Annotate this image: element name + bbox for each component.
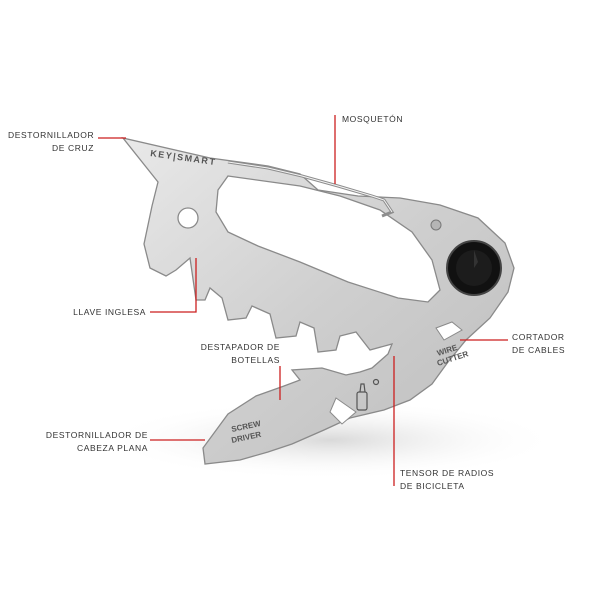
bottle-icon: [356, 378, 380, 411]
label-carabiner: MOSQUETÓN: [342, 113, 403, 126]
label-wire-cutter: CORTADOR DE CABLES: [512, 331, 565, 357]
label-flat-screwdriver: DESTORNILLADOR DE CABEZA PLANA: [28, 429, 148, 455]
label-wrench: LLAVE INGLESA: [40, 306, 146, 319]
wire-cutter-notch: [435, 321, 463, 341]
label-line: TENSOR DE RADIOS: [400, 468, 495, 478]
label-line: MOSQUETÓN: [342, 114, 404, 124]
rivet: [430, 219, 442, 231]
label-bottle-opener: DESTAPADOR DE BOTELLAS: [190, 341, 280, 367]
leader-wrench: [150, 258, 197, 313]
label-line: DESTORNILLADOR DE: [45, 430, 148, 440]
lanyard-hole: [177, 207, 199, 229]
bottle-opener-hook: [329, 397, 357, 425]
leader-lines: [98, 115, 508, 486]
label-phillips-screwdriver: DESTORNILLADOR DE CRUZ: [8, 129, 94, 155]
label-line: DE BICICLETA: [400, 481, 465, 491]
label-line: CABEZA PLANA: [77, 443, 148, 453]
label-spoke-wrench: TENSOR DE RADIOS DE BICICLETA: [400, 467, 494, 493]
carabiner-window: [215, 175, 441, 303]
label-line: DESTAPADOR DE: [200, 342, 280, 352]
label-line: BOTELLAS: [231, 355, 280, 365]
label-line: CORTADOR: [512, 332, 565, 342]
label-line: DESTORNILLADOR: [8, 130, 95, 140]
label-line: DE CRUZ: [52, 143, 94, 153]
label-line: LLAVE INGLESA: [73, 307, 146, 317]
label-line: DE CABLES: [512, 345, 566, 355]
